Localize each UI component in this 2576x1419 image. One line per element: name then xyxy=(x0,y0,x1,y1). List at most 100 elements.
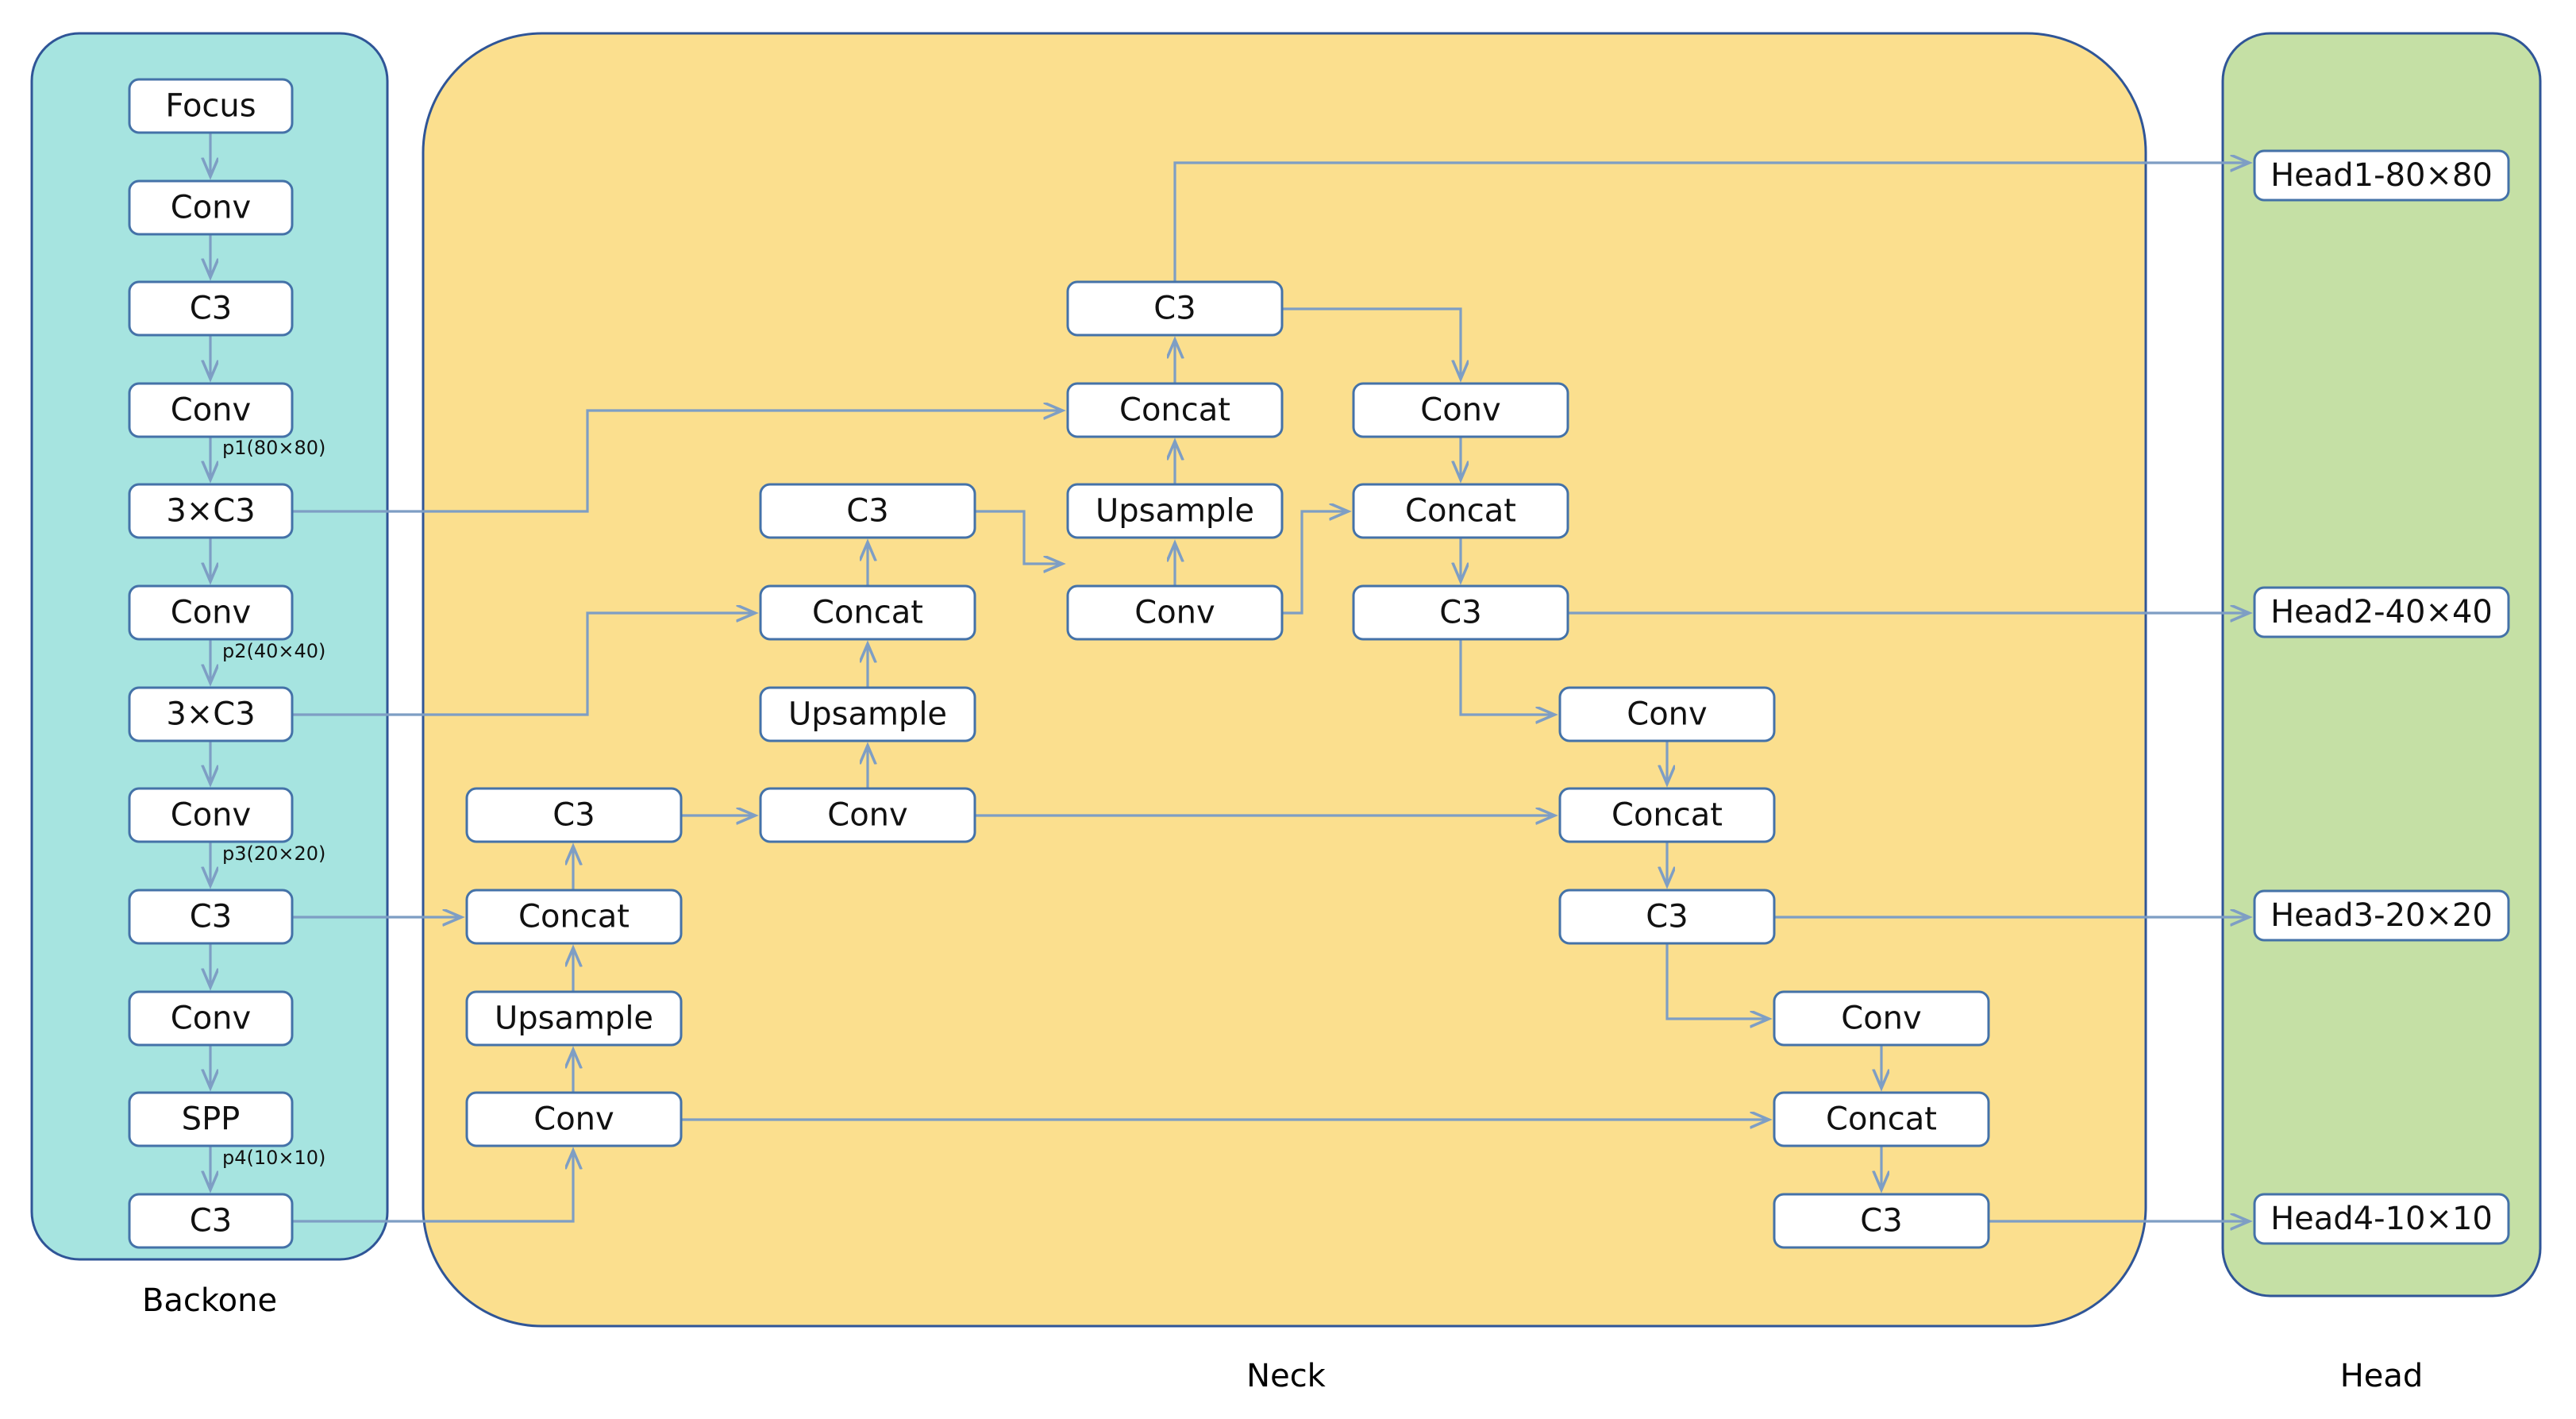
node-n_c3_d[interactable]: C3 xyxy=(465,787,683,843)
node-box-n_upsample_a[interactable] xyxy=(1066,483,1284,539)
node-n_c3_f[interactable]: C3 xyxy=(1773,1193,1990,1249)
nodes-layer: FocusConvC3Conv3×C3Conv3×C3ConvC3ConvSPP… xyxy=(128,78,2510,1249)
node-box-n_conv_c[interactable] xyxy=(1558,686,1776,742)
node-label-b_focus: Focus xyxy=(165,88,256,125)
node-label-b_conv3: Conv xyxy=(171,595,251,631)
node-box-n_concat_e[interactable] xyxy=(465,889,683,945)
node-n_concat_c[interactable]: Concat xyxy=(759,584,976,641)
node-box-b_conv5[interactable] xyxy=(128,990,294,1047)
node-box-n_conv_e[interactable] xyxy=(1773,990,1990,1047)
node-n_concat_b[interactable]: Concat xyxy=(1352,483,1569,539)
node-box-h3[interactable] xyxy=(2253,889,2510,942)
node-n_c3_top[interactable]: C3 xyxy=(1066,280,1284,337)
node-n_concat_d[interactable]: Concat xyxy=(1558,787,1776,843)
node-label-b_conv4: Conv xyxy=(171,797,251,834)
node-box-b_focus[interactable] xyxy=(128,78,294,134)
node-box-b_conv3[interactable] xyxy=(128,584,294,641)
node-box-n_c3_b[interactable] xyxy=(759,483,976,539)
node-label-h1: Head1-80×80 xyxy=(2270,157,2493,194)
node-n_conv_d[interactable]: Conv xyxy=(759,787,976,843)
node-n_conv_a[interactable]: Conv xyxy=(1352,382,1569,438)
node-box-b_c3_2[interactable] xyxy=(128,889,294,945)
node-label-n_upsample_b: Upsample xyxy=(788,696,947,733)
node-box-n_conv_d[interactable] xyxy=(759,787,976,843)
node-n_conv_e[interactable]: Conv xyxy=(1773,990,1990,1047)
edge-e_p4_convf xyxy=(292,1151,573,1223)
node-b_spp[interactable]: SPP xyxy=(128,1091,294,1147)
node-box-n_concat_a[interactable] xyxy=(1066,382,1284,438)
node-box-n_concat_f[interactable] xyxy=(1773,1091,1990,1147)
node-box-n_upsample_b[interactable] xyxy=(759,686,976,742)
edge-e_c3_e_conv_e xyxy=(1665,943,1769,1019)
node-box-n_c3_e[interactable] xyxy=(1558,889,1776,945)
node-label-n_upsample_a: Upsample xyxy=(1095,493,1254,530)
node-label-n_conv_e: Conv xyxy=(1841,1001,1921,1037)
node-box-n_concat_b[interactable] xyxy=(1352,483,1569,539)
node-n_upsample_b[interactable]: Upsample xyxy=(759,686,976,742)
node-label-b_conv5: Conv xyxy=(171,1001,251,1037)
node-b_c3_1[interactable]: C3 xyxy=(128,280,294,337)
node-label-n_concat_f: Concat xyxy=(1826,1101,1937,1138)
node-label-b_conv1: Conv xyxy=(171,190,251,226)
node-box-b_c3_1[interactable] xyxy=(128,280,294,337)
node-n_conv_f[interactable]: Conv xyxy=(465,1091,683,1147)
node-label-n_c3_c: C3 xyxy=(1439,595,1481,631)
node-b_conv3[interactable]: Conv xyxy=(128,584,294,641)
node-box-n_c3_f[interactable] xyxy=(1773,1193,1990,1249)
node-n_c3_e[interactable]: C3 xyxy=(1558,889,1776,945)
node-box-b_conv1[interactable] xyxy=(128,179,294,236)
node-box-b_3c3_1[interactable] xyxy=(128,483,294,539)
tensor-tag-p2: p2(40×40) xyxy=(222,640,325,662)
node-box-b_conv2[interactable] xyxy=(128,382,294,438)
node-label-h2: Head2-40×40 xyxy=(2270,594,2493,630)
node-b_c3_3[interactable]: C3 xyxy=(128,1193,294,1249)
panel-label-neck: Neck xyxy=(1246,1358,1327,1394)
node-box-n_c3_top[interactable] xyxy=(1066,280,1284,337)
node-n_concat_f[interactable]: Concat xyxy=(1773,1091,1990,1147)
node-n_concat_a[interactable]: Concat xyxy=(1066,382,1284,438)
node-box-n_conv_b[interactable] xyxy=(1066,584,1284,641)
node-box-b_conv4[interactable] xyxy=(128,787,294,843)
node-h4[interactable]: Head4-10×10 xyxy=(2253,1193,2510,1245)
node-n_concat_e[interactable]: Concat xyxy=(465,889,683,945)
node-box-n_conv_a[interactable] xyxy=(1352,382,1569,438)
node-label-n_upsample_c: Upsample xyxy=(495,1001,653,1037)
node-h2[interactable]: Head2-40×40 xyxy=(2253,586,2510,638)
tensor-tag-p1: p1(80×80) xyxy=(222,437,325,459)
node-box-b_c3_3[interactable] xyxy=(128,1193,294,1249)
node-n_upsample_c[interactable]: Upsample xyxy=(465,990,683,1047)
node-label-n_c3_e: C3 xyxy=(1646,899,1688,935)
node-box-n_c3_d[interactable] xyxy=(465,787,683,843)
node-box-n_upsample_c[interactable] xyxy=(465,990,683,1047)
node-box-b_spp[interactable] xyxy=(128,1091,294,1147)
node-b_c3_2[interactable]: C3 xyxy=(128,889,294,945)
panel-label-backbone: Backone xyxy=(142,1282,277,1319)
panels-layer xyxy=(30,32,2542,1328)
node-b_focus[interactable]: Focus xyxy=(128,78,294,134)
node-box-h2[interactable] xyxy=(2253,586,2510,638)
node-box-n_conv_f[interactable] xyxy=(465,1091,683,1147)
node-label-b_c3_1: C3 xyxy=(190,291,232,327)
tensor-tag-p3: p3(20×20) xyxy=(222,843,325,865)
edge-e_p2_concat_c xyxy=(292,613,755,716)
node-box-n_c3_c[interactable] xyxy=(1352,584,1569,641)
node-b_conv4[interactable]: Conv xyxy=(128,787,294,843)
node-box-h1[interactable] xyxy=(2253,149,2510,202)
node-n_conv_c[interactable]: Conv xyxy=(1558,686,1776,742)
node-box-b_3c3_2[interactable] xyxy=(128,686,294,742)
node-box-n_concat_c[interactable] xyxy=(759,584,976,641)
node-h3[interactable]: Head3-20×20 xyxy=(2253,889,2510,942)
node-b_3c3_1[interactable]: 3×C3 xyxy=(128,483,294,539)
node-n_conv_b[interactable]: Conv xyxy=(1066,584,1284,641)
node-box-h4[interactable] xyxy=(2253,1193,2510,1245)
node-n_c3_c[interactable]: C3 xyxy=(1352,584,1569,641)
node-label-b_3c3_2: 3×C3 xyxy=(166,696,255,733)
node-b_conv2[interactable]: Conv xyxy=(128,382,294,438)
node-b_conv1[interactable]: Conv xyxy=(128,179,294,236)
node-b_conv5[interactable]: Conv xyxy=(128,990,294,1047)
node-n_upsample_a[interactable]: Upsample xyxy=(1066,483,1284,539)
node-box-n_concat_d[interactable] xyxy=(1558,787,1776,843)
node-b_3c3_2[interactable]: 3×C3 xyxy=(128,686,294,742)
node-h1[interactable]: Head1-80×80 xyxy=(2253,149,2510,202)
node-n_c3_b[interactable]: C3 xyxy=(759,483,976,539)
